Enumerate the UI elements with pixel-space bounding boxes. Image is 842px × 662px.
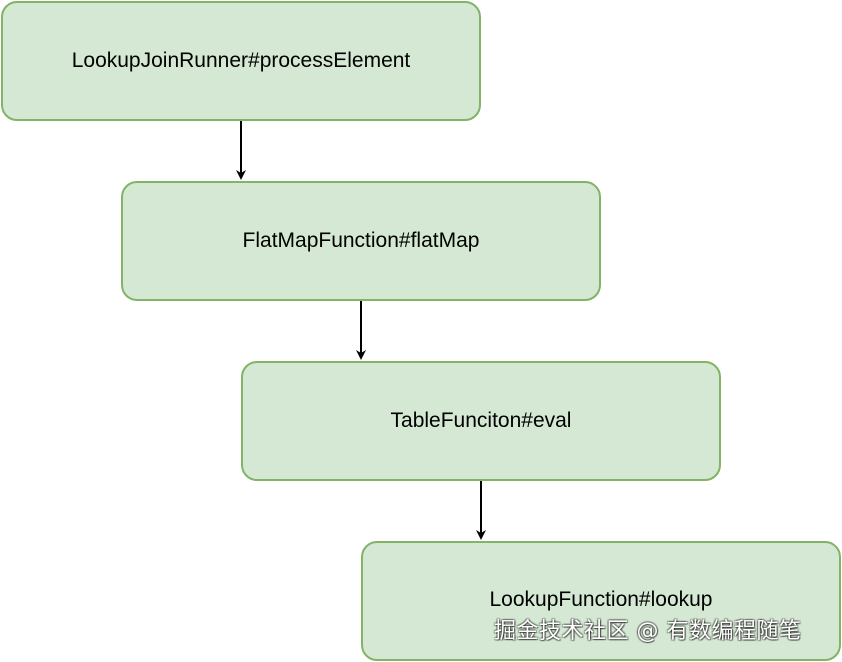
node-flatmap-function[interactable]: FlatMapFunction#flatMap xyxy=(121,181,601,301)
node-label: LookupJoinRunner#processElement xyxy=(71,49,411,72)
node-label: LookupFunction#lookup xyxy=(489,588,713,611)
node-lookup-function[interactable]: LookupFunction#lookup xyxy=(361,541,841,661)
watermark-text: 掘金技术社区 @ 有数编程随笔 xyxy=(494,619,802,644)
node-table-function[interactable]: TableFunciton#eval xyxy=(241,361,721,481)
node-lookup-join-runner[interactable]: LookupJoinRunner#processElement xyxy=(1,1,481,121)
node-label: FlatMapFunction#flatMap xyxy=(242,229,480,252)
node-label: TableFunciton#eval xyxy=(390,409,572,432)
